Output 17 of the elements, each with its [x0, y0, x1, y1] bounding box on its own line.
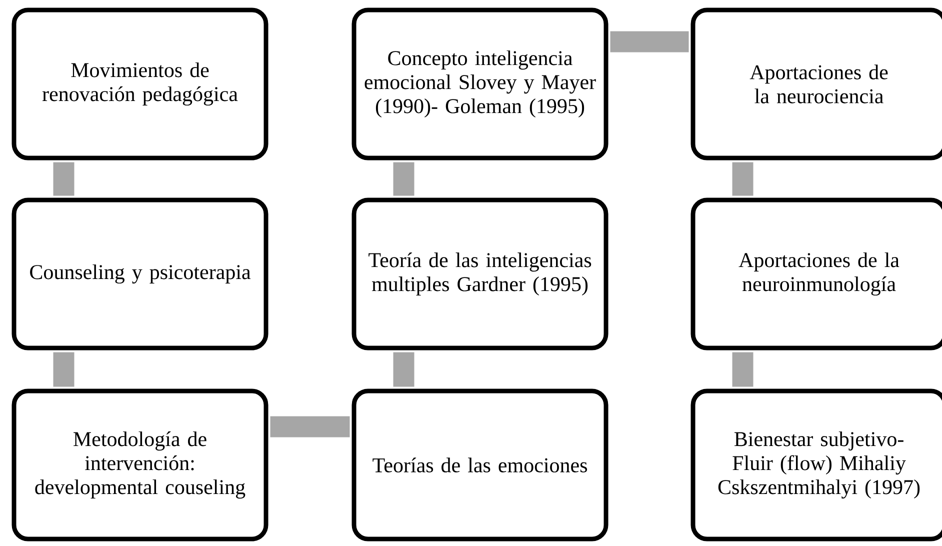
connector-bar: [53, 162, 74, 196]
connector-bar: [393, 352, 414, 387]
connector-bar: [732, 162, 754, 196]
connector-bar: [53, 352, 74, 387]
connector-bar: [393, 162, 414, 196]
text-box: Metodología de intervención: developmental couseling: [12, 388, 268, 542]
text-box: Movimientos de renovación pedagógica: [12, 8, 268, 160]
text-box: Aportaciones de la neurociencia: [690, 8, 942, 160]
text-box: Teoría de las inteligencias multiples Gardner (1995): [352, 198, 608, 350]
connector-bar: [610, 31, 689, 52]
text-box: Concepto inteligencia emocional Slovey y Mayer (1990)- Goleman (1995): [352, 8, 608, 160]
text-box: Aportaciones de la neuroinmunología: [690, 198, 942, 350]
text-box: Counseling y psicoterapia: [12, 198, 268, 350]
connector-bar: [270, 416, 350, 438]
connector-bar: [732, 352, 754, 387]
text-box: Bienestar subjetivo- Fluir (flow) Mihaliy Cskszentmihalyi (1997): [690, 388, 942, 542]
text-box: Teorías de las emociones: [352, 388, 608, 542]
